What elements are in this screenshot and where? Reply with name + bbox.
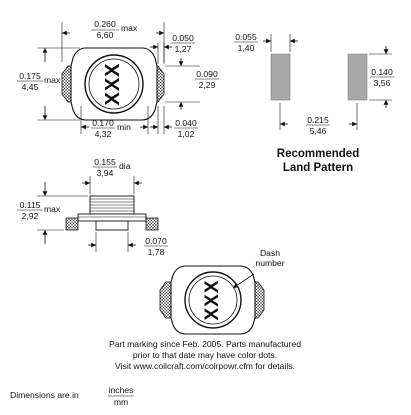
note-line-3: Visit www.coilcraft.com/colrpowr.cfm for…	[115, 361, 295, 371]
dim-pad-width-mm: 1,40	[238, 43, 255, 53]
dim-height-in: 0.115	[20, 200, 41, 210]
dash-number-label-2: number	[255, 258, 284, 268]
dim-terminal-length-mm: 1,02	[178, 129, 195, 139]
top-view-core-inner	[88, 58, 140, 110]
marking-view-marking: XXX	[202, 279, 223, 320]
dim-body-width-in: 0.170	[92, 118, 114, 128]
side-view-right-foot	[145, 217, 159, 231]
units-prefix: Dimensions are in	[10, 390, 79, 400]
marking-core-inner	[188, 275, 238, 325]
marking-view: XXX Dash number	[159, 248, 285, 335]
note-line-1: Part marking since Feb. 2005. Parts manu…	[109, 339, 301, 349]
units-legend: Dimensions are in inches mm	[10, 385, 134, 407]
dim-pad-height-mm: 3,56	[374, 78, 391, 88]
dim-diameter-in: 0.155	[94, 157, 116, 167]
dim-terminal-height-mm: 2,29	[199, 80, 216, 90]
dim-width-mm: 4,45	[22, 82, 39, 92]
notes: Part marking since Feb. 2005. Parts manu…	[109, 339, 301, 371]
dim-diameter-qualifier: dia	[119, 161, 131, 171]
side-view-left-foot	[65, 217, 79, 231]
dim-length-in: 0.260	[94, 19, 116, 29]
dim-terminal-height-in: 0.090	[196, 69, 218, 79]
top-view: XXX 0.260 6,60 max 0.175 4,45 max 0.050 …	[17, 19, 219, 139]
dim-height-qualifier: max	[44, 204, 61, 214]
units-numerator: inches	[109, 385, 134, 395]
dim-width-qualifier: max	[44, 75, 61, 85]
dim-height-mm: 2,92	[22, 211, 39, 221]
top-view-marking: XXX	[102, 62, 124, 105]
dim-body-width-mm: 4,32	[95, 129, 112, 139]
dim-length-mm: 6,60	[97, 30, 114, 40]
dim-diameter-mm: 3,94	[97, 168, 114, 178]
dim-length-qualifier: max	[121, 23, 138, 33]
side-view-bottom	[95, 220, 129, 231]
dim-pad-offset-in: 0.070	[145, 236, 167, 246]
land-pattern-view: 0.055 1,40 0.140 3,56 0.215 5,46 Recomme…	[234, 32, 394, 174]
dim-pad-offset-mm: 1,78	[148, 247, 165, 257]
land-pattern-title-2: Land Pattern	[283, 162, 353, 174]
dim-pad-height-in: 0.140	[371, 67, 393, 77]
dim-pad-spacing-mm: 5,46	[310, 126, 327, 136]
dim-terminal-width-in: 0.050	[172, 33, 194, 43]
dim-pad-width-in: 0.055	[235, 32, 257, 42]
land-pad-right	[347, 53, 368, 101]
land-pattern-title-1: Recommended	[277, 148, 359, 160]
side-view-base	[77, 213, 147, 222]
dim-terminal-width-mm: 1,27	[175, 44, 192, 54]
dim-body-width-qualifier: min	[117, 122, 131, 132]
units-denominator: mm	[114, 397, 128, 407]
dim-terminal-length-in: 0.040	[175, 118, 197, 128]
dash-number-label-1: Dash	[260, 248, 280, 258]
land-pad-left	[270, 53, 291, 101]
dim-width-in: 0.175	[19, 71, 41, 81]
note-line-2: prior to that date may have color dots.	[133, 350, 277, 360]
dim-pad-spacing-in: 0.215	[307, 115, 329, 125]
side-view: 0.155 3,94 dia 0.115 2,92 max 0.070 1,78	[17, 157, 168, 257]
